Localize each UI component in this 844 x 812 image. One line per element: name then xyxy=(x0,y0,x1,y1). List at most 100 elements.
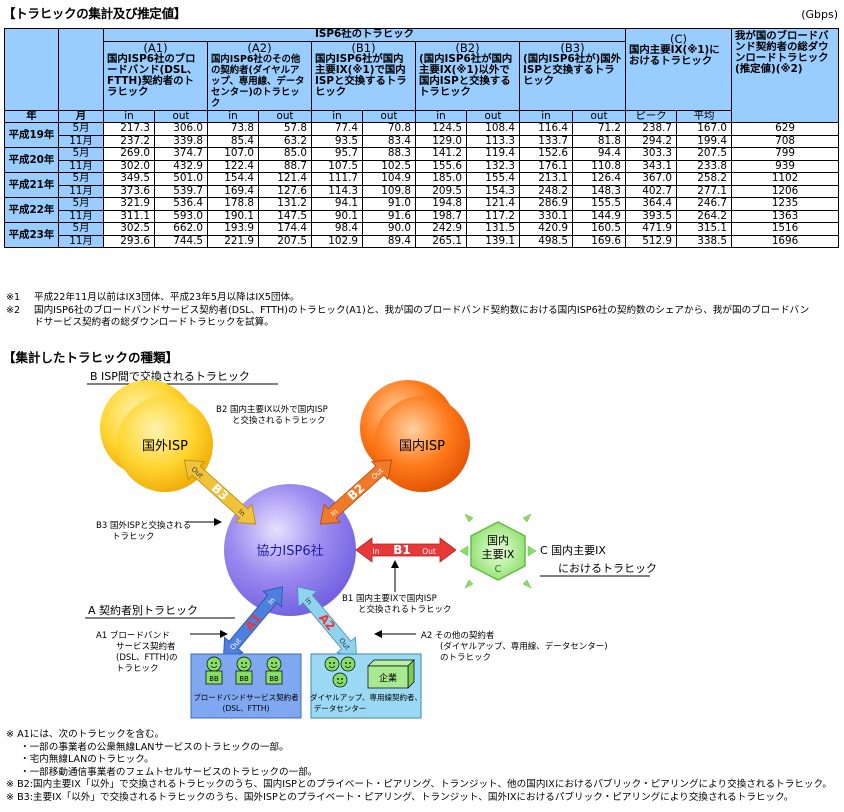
svg-text:B2 国内主要IX以外で国内ISP: B2 国内主要IX以外で国内ISP xyxy=(216,404,328,415)
value-cell: 662.0 xyxy=(154,222,208,236)
svg-text:In: In xyxy=(237,508,247,518)
value-cell: 364.4 xyxy=(625,197,678,211)
traffic-table: ISP6社のトラヒック (C) 国内主要IX(※1)におけるトラヒック 我が国の… xyxy=(4,28,840,248)
b1-in-header: in xyxy=(311,109,363,123)
value-cell: 131.2 xyxy=(258,197,312,211)
diagram-heading: 【集計したトラヒックの種類】 xyxy=(3,350,179,365)
note-1: ※1 平成22年11月以前はIX3団体、平成23年5月以降はIX5団体。 xyxy=(6,292,300,303)
b2-out-header: out xyxy=(466,109,520,123)
svg-text:(DSL、FTTH): (DSL、FTTH) xyxy=(223,704,270,713)
svg-text:トラヒック: トラヒック xyxy=(112,532,155,542)
a2-in-header: in xyxy=(207,109,259,123)
traffic-table-heading: 【トラヒックの集計及び推定値】 xyxy=(3,6,187,21)
svg-text:B1: B1 xyxy=(393,543,411,557)
value-cell: 343.1 xyxy=(625,159,678,173)
value-cell: 265.1 xyxy=(415,234,467,248)
value-cell: 90.0 xyxy=(362,222,416,236)
value-cell: 63.2 xyxy=(258,134,312,148)
c-avg-header: 平均 xyxy=(676,109,733,123)
b2-in-header: in xyxy=(415,109,467,123)
value-cell: 77.4 xyxy=(311,122,363,136)
value-cell: 122.4 xyxy=(207,159,259,173)
a-title: A 契約者別トラヒック xyxy=(88,603,198,617)
value-cell: 98.4 xyxy=(311,222,363,236)
year-cell: 平成21年 xyxy=(4,172,59,198)
value-cell: 116.4 xyxy=(519,122,573,136)
value-cell: 85.4 xyxy=(207,134,259,148)
diagram-note: ・宅内無線LANのトラヒック。 xyxy=(20,754,154,766)
value-cell: 144.9 xyxy=(571,209,627,223)
svg-text:主要IX: 主要IX xyxy=(482,548,515,561)
svg-text:C: C xyxy=(495,564,502,575)
other-subscriber-box: 企業 ダイヤルアップ、専用線契約者、 データセンター xyxy=(310,653,422,719)
value-cell: 233.8 xyxy=(676,159,733,173)
value-cell: 127.6 xyxy=(258,184,312,198)
value-cell: 402.7 xyxy=(625,184,678,198)
svg-text:BB: BB xyxy=(269,675,279,683)
table-corner-header xyxy=(4,28,59,111)
col-b1-header: (B1) 国内ISP6社が国内主要IX(※1)で国内ISPと交換するトラヒック xyxy=(311,40,416,111)
ix-arrows xyxy=(459,513,537,589)
value-cell: 237.2 xyxy=(103,134,155,148)
month-cell: 11月 xyxy=(58,209,104,223)
unit-label: (Gbps) xyxy=(801,8,838,21)
value-cell: 471.9 xyxy=(625,222,678,236)
diagram-note: ※ B2:国内主要IX「以外」で交換されるトラヒックのうち、国内ISPとのプライ… xyxy=(6,779,832,791)
value-cell: 708 xyxy=(731,134,840,148)
user-icon: BB xyxy=(265,656,283,685)
value-cell: 70.8 xyxy=(362,122,416,136)
value-cell: 178.8 xyxy=(207,197,259,211)
c-subtitle: におけるトラヒック xyxy=(558,562,657,575)
value-cell: 91.0 xyxy=(362,197,416,211)
svg-text:トラヒック: トラヒック xyxy=(116,664,159,674)
value-cell: 238.7 xyxy=(625,122,678,136)
value-cell: 124.5 xyxy=(415,122,467,136)
value-cell: 119.4 xyxy=(466,147,520,161)
value-cell: 258.2 xyxy=(676,172,733,186)
value-cell: 303.3 xyxy=(625,147,678,161)
value-cell: 536.4 xyxy=(154,197,208,211)
col-a1-header: (A1) 国内ISP6社のブロードバンド(DSL、FTTH)契約者のトラヒック xyxy=(103,40,208,111)
traffic-diagram: B ISP間で交換されるトラヒック 国外ISP 国内ISP 協力ISP6社 国内… xyxy=(85,369,657,719)
value-cell: 88.3 xyxy=(362,147,416,161)
value-cell: 217.3 xyxy=(103,122,155,136)
col-total-header: 我が国のブロードバンド契約者の総ダウンロードトラヒック(推定値)(※2) xyxy=(731,28,840,123)
value-cell: 155.5 xyxy=(571,197,627,211)
b1-out-header: out xyxy=(362,109,416,123)
value-cell: 501.0 xyxy=(154,172,208,186)
value-cell: 1206 xyxy=(731,184,840,198)
value-cell: 71.2 xyxy=(571,122,627,136)
value-cell: 154.4 xyxy=(207,172,259,186)
svg-text:A1 ブロードバンド: A1 ブロードバンド xyxy=(96,630,170,641)
value-cell: 155.4 xyxy=(466,172,520,186)
value-cell: 264.2 xyxy=(676,209,733,223)
value-cell: 339.8 xyxy=(154,134,208,148)
value-cell: 498.5 xyxy=(519,234,573,248)
b1-arrow: B1 In Out xyxy=(355,537,457,563)
value-cell: 114.3 xyxy=(311,184,363,198)
value-cell: 109.8 xyxy=(362,184,416,198)
isp6-group-header: ISP6社のトラヒック xyxy=(102,28,627,42)
table-notes: ※1 平成22年11月以前はIX3団体、平成23年5月以降はIX5団体。 ※2 … xyxy=(6,292,814,330)
b3-arrow: B3 Out In xyxy=(183,459,257,525)
col-b3-header: (B3) (国内ISP6社が)国外ISPと交換するトラヒック xyxy=(518,40,627,111)
value-cell: 302.5 xyxy=(103,222,155,236)
value-cell: 939 xyxy=(731,159,840,173)
value-cell: 94.4 xyxy=(571,147,627,161)
svg-text:協力ISP6社: 協力ISP6社 xyxy=(256,543,323,559)
month-cell: 5月 xyxy=(58,147,104,161)
value-cell: 121.4 xyxy=(258,172,312,186)
value-cell: 117.2 xyxy=(466,209,520,223)
svg-text:ダイヤルアップ、専用線契約者、: ダイヤルアップ、専用線契約者、 xyxy=(310,692,422,702)
value-cell: 1516 xyxy=(731,222,840,236)
month-cell: 11月 xyxy=(58,234,104,248)
month-cell: 11月 xyxy=(58,134,104,148)
svg-text:データセンター: データセンター xyxy=(314,703,367,713)
